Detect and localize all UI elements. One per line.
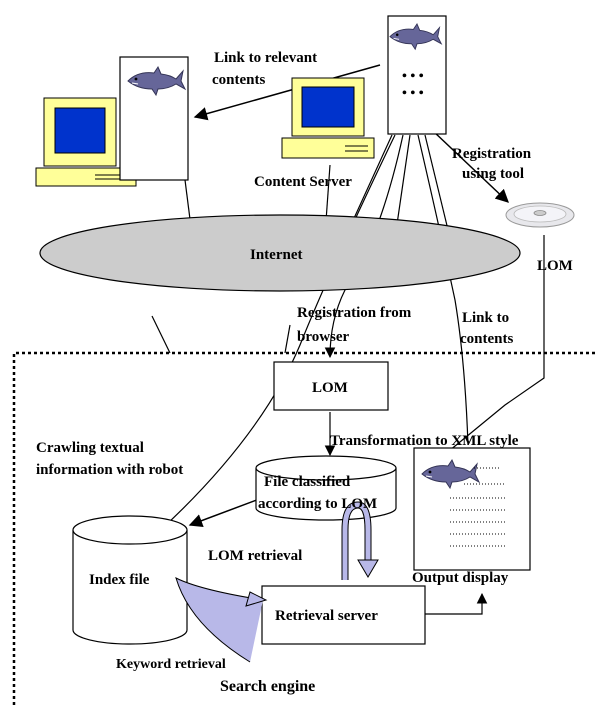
output-display-page — [413, 447, 531, 571]
internet-cloud — [39, 214, 521, 292]
label-lom-box: LOM — [312, 380, 348, 396]
label-keyword-retrieval: Keyword retrieval — [116, 657, 226, 672]
label-file-classified-2: according to LOM — [258, 496, 377, 512]
label-index-file: Index file — [89, 572, 150, 588]
content-server-computer — [281, 77, 375, 159]
server-dots: • • • — [402, 69, 424, 84]
label-registration-tool-2: using tool — [462, 166, 524, 182]
label-crawling: Crawling textual — [36, 440, 144, 456]
lom-box — [273, 361, 389, 411]
lom-retrieval-arrow — [341, 501, 379, 580]
label-content-server: Content Server — [254, 174, 352, 190]
label-retrieval-server: Retrieval server — [275, 608, 378, 624]
label-link-contents: Link to — [462, 310, 509, 326]
retrieval-server-box — [261, 585, 426, 645]
label-transformation: Transformation to XML style — [330, 433, 519, 449]
web-server-page: • • • • • • — [387, 15, 447, 135]
label-lom-cd: LOM — [537, 258, 573, 274]
cd-disc-icon — [505, 202, 575, 228]
label-registration-browser-2: browser — [297, 329, 350, 345]
label-output-display: Output display — [412, 570, 509, 586]
client-computer — [35, 97, 137, 187]
label-link-relevant-2: contents — [212, 72, 265, 88]
label-link-relevant: Link to relevant — [214, 50, 317, 66]
label-registration-tool: Registration — [452, 146, 532, 162]
label-link-contents-2: contents — [460, 331, 513, 347]
server-dots-2: • • • — [402, 86, 424, 101]
keyword-retrieval-arrow — [175, 577, 268, 663]
browser-page — [119, 56, 189, 181]
label-lom-retrieval: LOM retrieval — [208, 548, 302, 564]
label-registration-browser: Registration from — [297, 305, 412, 321]
index-file-cylinder — [72, 515, 188, 645]
label-crawling-2: information with robot — [36, 462, 183, 478]
label-search-engine: Search engine — [220, 678, 315, 695]
label-internet: Internet — [250, 247, 303, 263]
label-file-classified: File classified — [264, 474, 351, 490]
search-engine-boundary — [12, 351, 595, 705]
